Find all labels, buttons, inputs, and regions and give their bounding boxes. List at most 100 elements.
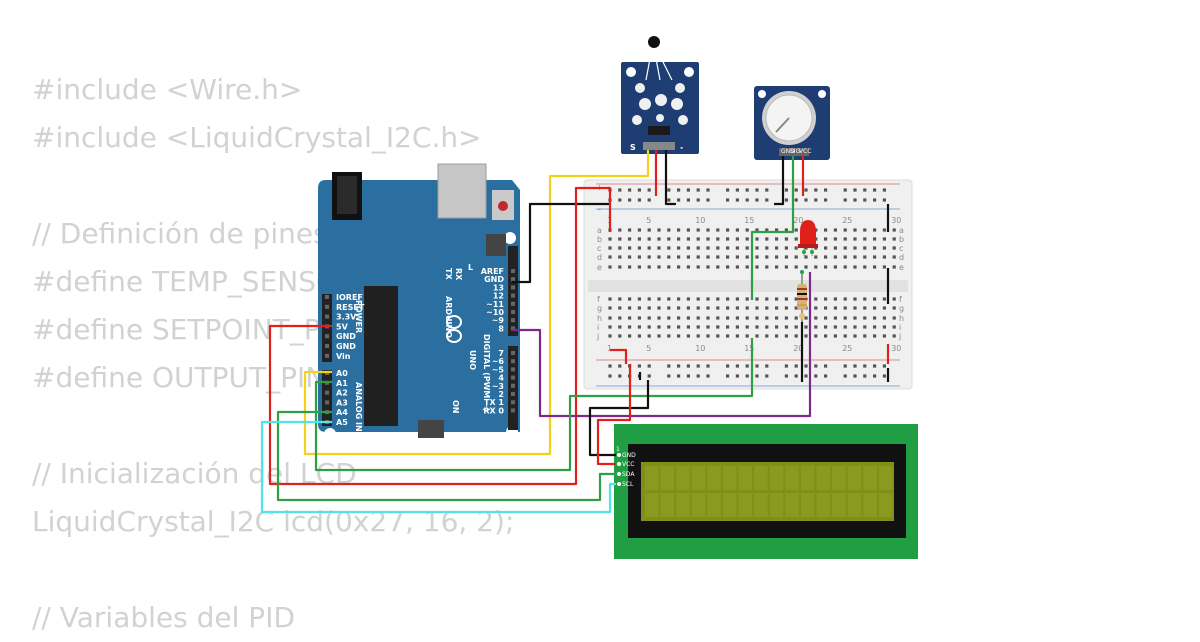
arduino-pin-label: 4	[498, 374, 504, 383]
on-led-label: ON	[451, 400, 460, 414]
lcd-pin-gnd: GND	[617, 452, 636, 459]
lcd-pin-scl: SCL	[617, 481, 634, 488]
lcd-char-cell	[691, 493, 706, 517]
arduino-pin[interactable]	[511, 318, 515, 323]
lcd-char-cell	[847, 466, 862, 490]
arduino-pin-label: 3.3V	[336, 313, 357, 322]
breadboard-column-label: 10	[695, 344, 705, 353]
lcd-char-cell	[816, 466, 830, 490]
reset-button[interactable]	[498, 201, 508, 211]
breadboard-row-label: i	[899, 323, 901, 332]
arduino-pin[interactable]	[511, 375, 515, 380]
lcd-char-cell	[832, 493, 846, 517]
arduino-pin[interactable]	[325, 304, 329, 309]
lcd-char-cell	[863, 466, 877, 490]
arduino-pin[interactable]	[511, 293, 515, 298]
arduino-pin-label: 7	[498, 349, 504, 358]
breadboard-row-label: c	[597, 244, 601, 253]
arduino-pin[interactable]	[511, 285, 515, 290]
lcd-char-cell	[707, 466, 721, 490]
potentiometer-knob[interactable]	[775, 117, 790, 133]
red-led[interactable]	[798, 220, 818, 256]
code-editor: #include <Wire.h>#include <LiquidCrystal…	[32, 66, 514, 642]
wire-black-sensor-gnd[interactable]	[664, 150, 676, 206]
wire-red-5v-rail[interactable]	[268, 186, 612, 486]
temperature-sensor-module[interactable]: S -	[621, 36, 699, 154]
arduino-pin[interactable]	[511, 310, 515, 314]
arduino-pin[interactable]	[325, 400, 329, 405]
arduino-pin[interactable]	[325, 334, 329, 339]
lcd-char-cell	[754, 466, 768, 490]
arduino-pin-label: A1	[336, 379, 348, 388]
arduino-pin[interactable]	[511, 359, 515, 364]
breadboard-row-label: g	[597, 304, 602, 313]
arduino-pin[interactable]	[511, 301, 515, 306]
wire-cyan-a5-scl[interactable]	[260, 420, 616, 514]
lcd-char-cell	[879, 466, 893, 490]
arduino-pin-label: A3	[336, 398, 348, 407]
breadboard-column-label: 15	[744, 344, 754, 353]
arduino-pin[interactable]	[325, 344, 329, 348]
wire-black-arduino-gnd[interactable]	[512, 202, 610, 284]
lcd-char-cell	[676, 493, 690, 517]
arduino-pin[interactable]	[511, 383, 515, 388]
arduino-pin[interactable]	[511, 277, 515, 282]
arduino-pin-label: TX 1	[484, 398, 504, 407]
svg-text:SCL: SCL	[622, 481, 634, 488]
arduino-pin-label: A5	[336, 418, 348, 427]
arduino-pin[interactable]	[325, 390, 329, 395]
wire-yellow-a0-sensor[interactable]	[303, 150, 650, 456]
wire-black-pot-gnd[interactable]	[774, 156, 785, 206]
wire-red-rail-bridge[interactable]	[610, 348, 628, 364]
wire-red-lcd-vcc[interactable]	[596, 364, 632, 466]
code-line: #include <Wire.h>	[32, 73, 303, 106]
breadboard-column-label: 5	[646, 216, 651, 225]
breadboard-column-label: 20	[793, 344, 803, 353]
breadboard-column-label: 20	[793, 216, 803, 225]
lcd-char-cell	[785, 493, 799, 517]
arduino-pin[interactable]	[511, 400, 515, 405]
breadboard-row-label: h	[597, 314, 602, 323]
arduino-pin-label: A4	[336, 408, 348, 417]
arduino-pin[interactable]	[325, 314, 329, 319]
wire-purple-pin9-led[interactable]	[512, 272, 812, 418]
arduino-pin[interactable]	[511, 269, 515, 273]
breadboard-column-label: 25	[842, 216, 852, 225]
svg-text:SDA: SDA	[622, 471, 635, 478]
arduino-pin-label: 12	[493, 292, 504, 301]
pot-pin-vcc: VCC	[799, 148, 811, 155]
breadboard-column-label: 1	[607, 344, 612, 353]
lcd-char-cell	[801, 466, 815, 490]
pot-pin-sig: SIG	[790, 148, 801, 155]
arduino-pin[interactable]	[511, 326, 515, 331]
l-led-label: L	[468, 263, 473, 272]
arduino-pin[interactable]	[325, 295, 329, 299]
arduino-pin[interactable]	[511, 367, 515, 372]
wire-green-a1[interactable]	[314, 338, 754, 472]
lcd-char-cell	[645, 493, 659, 517]
arduino-pin[interactable]	[511, 408, 515, 413]
code-line: // Inicialización del LCD	[32, 457, 357, 490]
wire-green-pot-sig-a1[interactable]	[750, 156, 795, 300]
arduino-pin-label: 8	[498, 324, 504, 333]
lcd-char-cell	[723, 466, 737, 490]
lcd-char-cell	[847, 493, 862, 517]
potentiometer[interactable]: GND SIG VCC	[754, 86, 830, 160]
arduino-pin[interactable]	[511, 351, 515, 355]
breadboard-row-label: f	[899, 295, 902, 304]
arduino-pin[interactable]	[325, 353, 329, 358]
resistor[interactable]	[797, 270, 807, 322]
lcd-16x2-display[interactable]: 1 GND VCC SDA SCL	[614, 424, 918, 559]
lcd-pin-sda: SDA	[617, 471, 635, 478]
tx-led-label: TX	[444, 268, 453, 280]
arduino-pin-label: ~6	[492, 357, 505, 366]
digital-header-top	[508, 246, 518, 336]
arduino-pin[interactable]	[511, 392, 515, 396]
breadboard-row-label: b	[597, 235, 602, 244]
wire-green-a4-sda[interactable]	[276, 410, 616, 502]
breadboard-column-label: 30	[891, 216, 901, 225]
arduino-pin-label: GND	[336, 332, 356, 341]
